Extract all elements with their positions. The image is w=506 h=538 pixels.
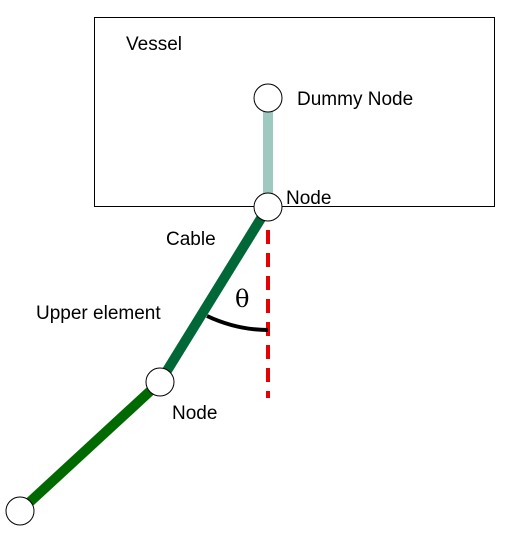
middle-node [145, 367, 175, 397]
angle-theta-label: θ [235, 285, 249, 313]
vessel-label: Vessel [126, 34, 182, 55]
dummy-node-label: Dummy Node [297, 89, 413, 110]
vessel-box [94, 17, 495, 207]
upper-element-label: Upper element [36, 303, 161, 324]
middle-node-label: Node [172, 403, 217, 424]
cable-label: Cable [166, 229, 216, 250]
angle-arc [206, 314, 269, 332]
top-node-label: Node [286, 188, 331, 209]
lower-element-cable [16, 378, 164, 515]
upper-element-cable [155, 204, 273, 385]
top-node [253, 192, 283, 222]
dummy-node [253, 83, 283, 113]
bottom-node [5, 496, 35, 526]
